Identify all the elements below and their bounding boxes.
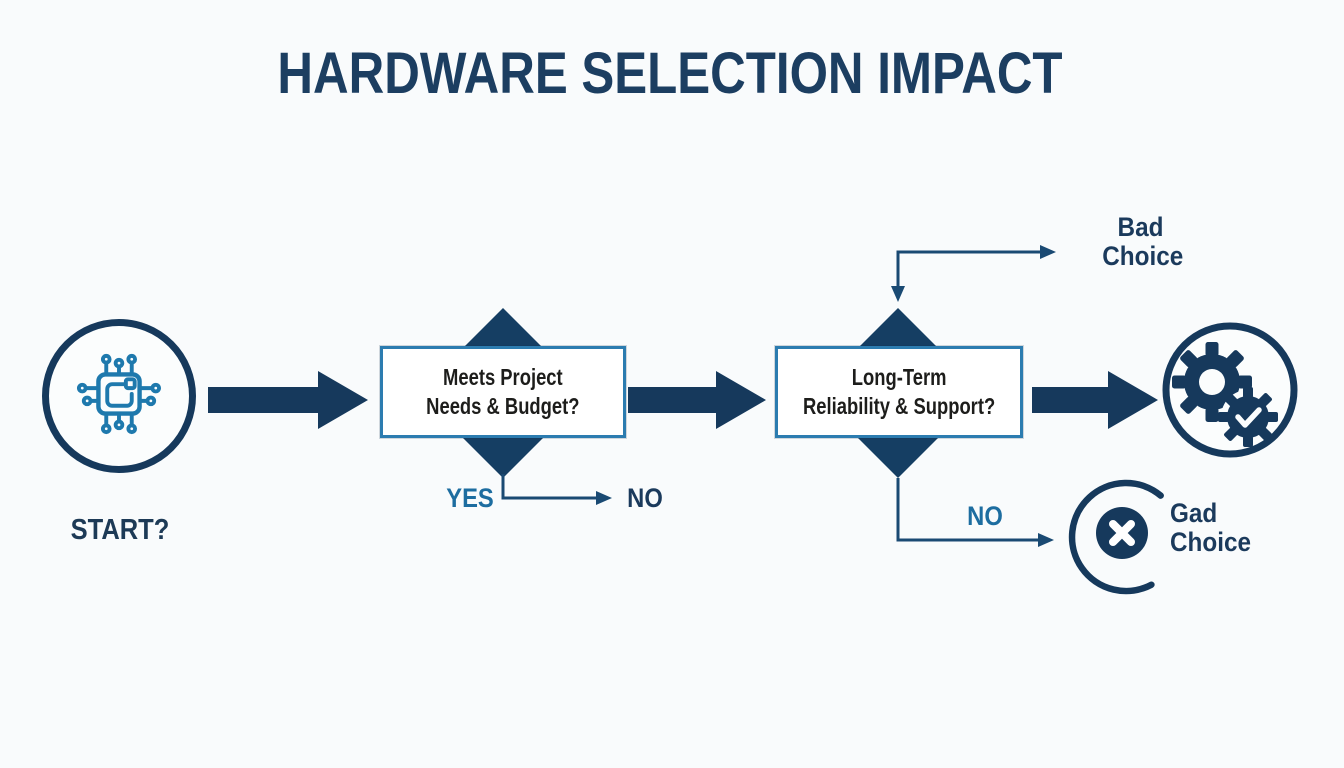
bad-outcome-node	[1066, 477, 1186, 602]
no-outcome-arrowhead	[1038, 533, 1054, 547]
block-arrow-decision2-to-outcome	[1032, 371, 1158, 429]
yes-no-arrowhead	[596, 491, 612, 505]
decision1-no-label: NO	[627, 483, 663, 513]
decision1-yes-label: YES	[446, 483, 494, 513]
bad-choice-connector	[896, 250, 1040, 286]
decision1-box: Meets Project Needs & Budget?	[380, 346, 626, 438]
gears-check-icon	[1160, 322, 1300, 464]
block-arrow-decision1-to-decision2	[628, 371, 766, 429]
decision2-no-label: NO	[967, 501, 1003, 531]
gad-choice-label: Gad Choice	[1170, 498, 1252, 557]
good-outcome-node	[1160, 320, 1300, 465]
block-arrow-start-to-decision1	[208, 371, 368, 429]
start-node	[42, 319, 196, 473]
bad-choice-arrowhead-right	[1040, 245, 1056, 259]
decision2-box: Long-Term Reliability & Support?	[775, 346, 1023, 438]
yes-no-connector	[501, 474, 596, 500]
microchip-icon	[70, 345, 168, 448]
page-title: HARDWARE SELECTION IMPACT	[277, 41, 1063, 106]
x-circle-icon	[1066, 479, 1186, 601]
decision2-text: Long-Term Reliability & Support?	[802, 364, 996, 419]
decision1-text: Meets Project Needs & Budget?	[426, 364, 580, 419]
bad-choice-arrowhead-down	[891, 286, 905, 302]
bad-choice-label: Bad Choice	[1102, 212, 1184, 271]
start-label: START?	[70, 514, 170, 546]
